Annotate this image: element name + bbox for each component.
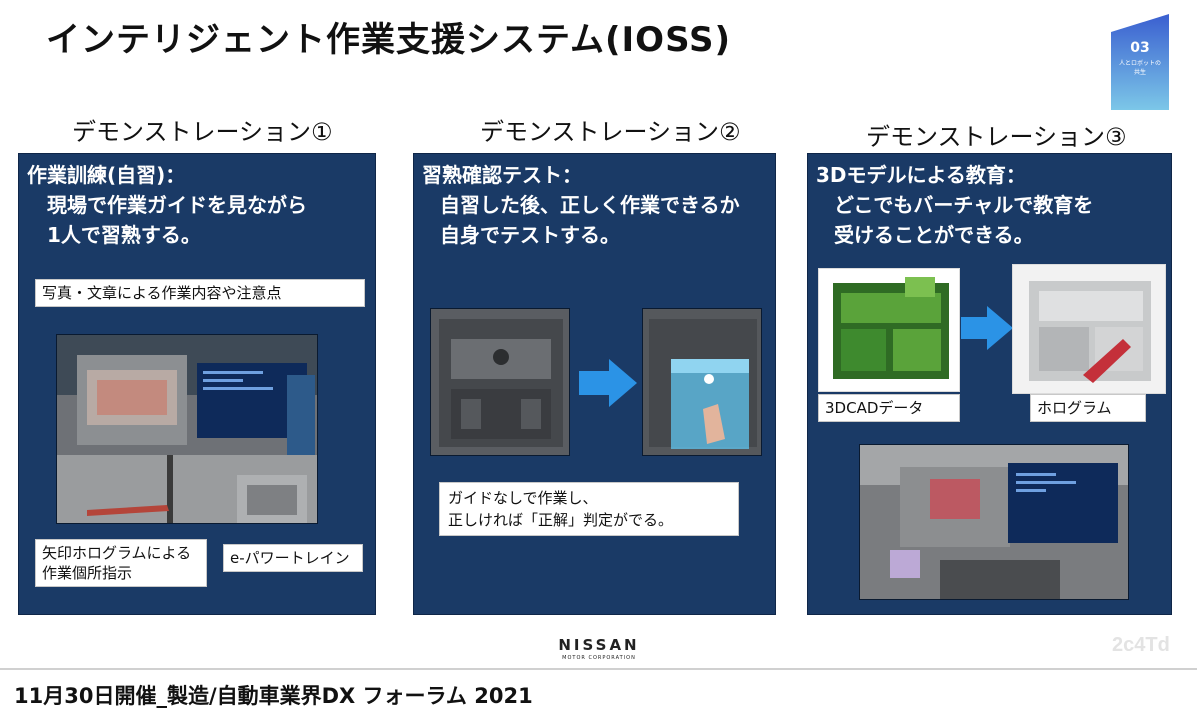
demo-1-title: 作業訓練(自習)： [27, 163, 186, 187]
demo-3-desc-line2: 受けることができる。 [834, 223, 1034, 247]
demo-1-heading: デモンストレーション① [72, 118, 333, 146]
test-result-caption-line2: 正しければ「正解」判定がでる。 [448, 511, 674, 529]
test-result-caption-line1: ガイドなしで作業し、 [448, 489, 598, 507]
demo-2-desc-line1: 自習した後、正しく作業できるか [440, 193, 740, 217]
section-badge: 03 人とロボットの 共生 [1111, 14, 1169, 110]
arrow-hologram-caption-line2: 作業個所指示 [42, 564, 133, 582]
badge-subtitle: 人とロボットの 共生 [1111, 59, 1169, 77]
demo-2-description: 自習した後、正しく作業できるか 自身でテストする。 [440, 190, 740, 250]
arrow-hologram-caption-line1: 矢印ホログラムによる [42, 544, 192, 562]
badge-subtitle-line2: 共生 [1133, 69, 1146, 76]
badge-subtitle-line1: 人とロボットの [1118, 60, 1161, 67]
event-caption: 11月30日開催_製造/自動車業界DX フォーラム 2021 [14, 684, 533, 708]
right-arrow-icon [961, 306, 1013, 350]
hologram-test-photo [642, 308, 762, 456]
right-arrow-icon [579, 359, 637, 407]
test-result-caption: ガイドなしで作業し、 正しければ「正解」判定がでる。 [439, 482, 739, 536]
demo-1-panel: 作業訓練(自習)： 現場で作業ガイドを見ながら 1人で習熟する。 写真・文章によ… [18, 153, 376, 615]
badge-number: 03 [1130, 40, 1150, 56]
presentation-slide: インテリジェント作業支援システム(IOSS) 03 人とロボットの 共生 デモン… [18, 14, 1172, 661]
3dcad-data-caption: 3DCADデータ [818, 394, 960, 422]
demo-3-title: 3Dモデルによる教育： [816, 163, 1026, 187]
demo-2-desc-line2: 自身でテストする。 [440, 223, 620, 247]
demo-3-heading: デモンストレーション③ [866, 123, 1127, 151]
demo-3-panel: 3Dモデルによる教育： どこでもバーチャルで教育を 受けることができる。 [807, 153, 1172, 615]
demo-3-description: どこでもバーチャルで教育を 受けることができる。 [834, 190, 1093, 250]
nissan-logo-name: NISSAN [558, 636, 640, 654]
demo-1-desc-line1: 現場で作業ガイドを見ながら [47, 193, 307, 217]
virtual-training-photo [859, 444, 1129, 600]
nissan-logo-subtitle: MOTOR CORPORATION [562, 655, 636, 661]
demo-1-desc-line2: 1人で習熟する。 [47, 223, 201, 247]
demo-2-title: 習熟確認テスト： [422, 163, 582, 187]
arrow-hologram-caption: 矢印ホログラムによる 作業個所指示 [35, 539, 207, 587]
video-divider [0, 668, 1197, 670]
badge-shape [1111, 14, 1169, 110]
slide-title: インテリジェント作業支援システム(IOSS) [46, 20, 732, 60]
nissan-logo: NISSAN MOTOR CORPORATION [552, 636, 646, 661]
3dcad-model-image [818, 268, 960, 392]
hologram-model-image [1012, 264, 1166, 394]
workstation-photo [56, 334, 318, 524]
demo-2-panel: 習熟確認テスト： 自習した後、正しく作業できるか 自身でテストする。 [413, 153, 776, 615]
demo-3-desc-line1: どこでもバーチャルで教育を [834, 193, 1094, 217]
hologram-caption: ホログラム [1030, 394, 1146, 422]
e-powertrain-caption: e-パワートレイン [223, 544, 363, 572]
watermark: 2c4Td [1112, 634, 1170, 656]
photo-text-caption: 写真・文章による作業内容や注意点 [35, 279, 365, 307]
demo-1-description: 現場で作業ガイドを見ながら 1人で習熟する。 [47, 190, 307, 250]
demo-2-heading: デモンストレーション② [480, 118, 741, 146]
engine-part-photo [430, 308, 570, 456]
